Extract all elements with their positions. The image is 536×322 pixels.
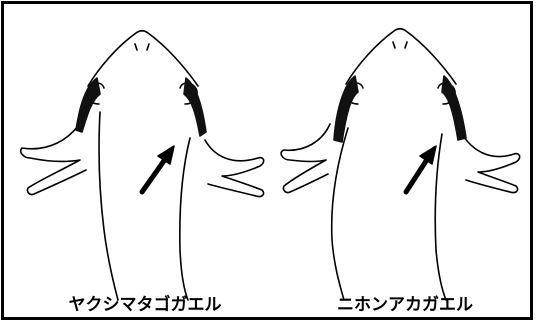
left-frog-body-left bbox=[98, 111, 119, 301]
left-frog-fold-right bbox=[183, 77, 207, 137]
right-frog-nostril bbox=[392, 41, 396, 49]
left-frog-nostril bbox=[146, 43, 150, 51]
right-frog-head bbox=[345, 27, 457, 85]
left-species-label: ヤクシマタゴガエル bbox=[68, 295, 222, 315]
right-frog-arm-right bbox=[461, 133, 521, 194]
right-frog-arrow bbox=[403, 155, 431, 195]
left-frog-drawing bbox=[19, 29, 265, 301]
left-frog-body-right bbox=[179, 137, 191, 301]
right-species-label: ニホンアカガエル bbox=[337, 295, 473, 315]
right-frog-fold-right bbox=[441, 75, 467, 141]
right-frog-drawing bbox=[280, 27, 521, 301]
left-frog-nostril bbox=[134, 43, 138, 51]
left-frog-fold-left bbox=[75, 77, 101, 133]
left-frog-arm-left bbox=[19, 119, 87, 196]
right-frog-body-right bbox=[434, 133, 447, 301]
right-frog-nostril bbox=[404, 41, 408, 49]
right-frog-arm-left bbox=[280, 123, 331, 194]
left-frog-head bbox=[87, 29, 199, 87]
right-frog-arrow-head bbox=[419, 145, 437, 165]
left-frog-arm-right bbox=[204, 139, 265, 198]
right-frog-fold-left bbox=[333, 75, 359, 143]
right-frog-body-left bbox=[330, 127, 349, 301]
left-frog-arrow bbox=[139, 155, 169, 195]
left-frog-arrow-head bbox=[157, 145, 175, 165]
